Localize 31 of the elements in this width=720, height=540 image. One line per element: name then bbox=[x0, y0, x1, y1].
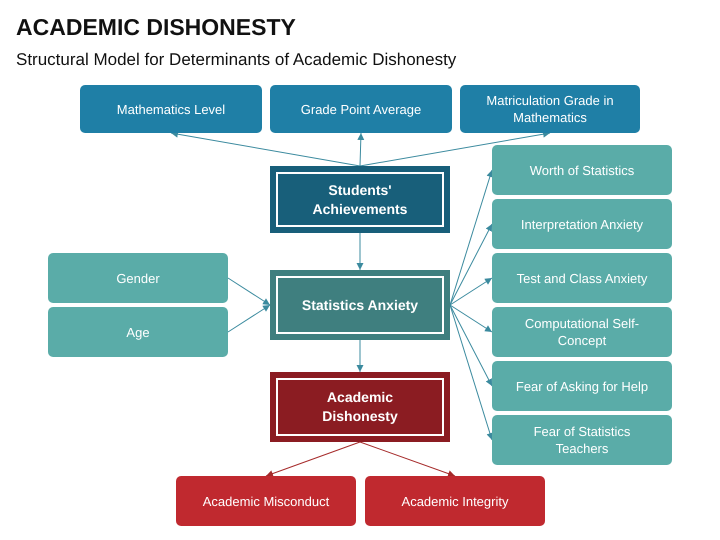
arrow bbox=[228, 278, 270, 306]
arrow bbox=[356, 232, 364, 270]
process-box: Mathematics Level bbox=[80, 85, 262, 133]
process-box: Worth of Statistics bbox=[492, 145, 672, 195]
process-box: Matriculation Grade in Mathematics bbox=[460, 85, 640, 133]
title: ACADEMIC DISHONESTY bbox=[16, 14, 296, 41]
subtitle: Structural Model for Determinants of Academic Dishonesty bbox=[16, 50, 456, 70]
arrow bbox=[356, 340, 364, 372]
process-box: Academic Dishonesty bbox=[270, 372, 450, 442]
arrow bbox=[450, 278, 492, 306]
arrow bbox=[170, 130, 360, 166]
arrow bbox=[450, 304, 492, 386]
process-box: Age bbox=[48, 307, 228, 357]
process-box: Gender bbox=[48, 253, 228, 303]
process-box: Academic Misconduct bbox=[176, 476, 356, 526]
process-box: Statistics Anxiety bbox=[270, 270, 450, 340]
arrow bbox=[450, 304, 492, 332]
process-box: Grade Point Average bbox=[270, 85, 452, 133]
process-box: Fear of Asking for Help bbox=[492, 361, 672, 411]
process-box: Test and Class Anxiety bbox=[492, 253, 672, 303]
arrow bbox=[357, 132, 364, 166]
process-box: Academic Integrity bbox=[365, 476, 545, 526]
process-box: Students' Achievements bbox=[270, 166, 450, 233]
arrow bbox=[228, 304, 270, 332]
process-box: Fear of Statistics Teachers bbox=[492, 415, 672, 465]
arrow bbox=[266, 442, 360, 477]
arrow bbox=[450, 224, 492, 306]
arrow bbox=[360, 442, 456, 477]
arrow bbox=[360, 130, 550, 166]
process-box: Interpretation Anxiety bbox=[492, 199, 672, 249]
process-box: Computational Self-Concept bbox=[492, 307, 672, 357]
